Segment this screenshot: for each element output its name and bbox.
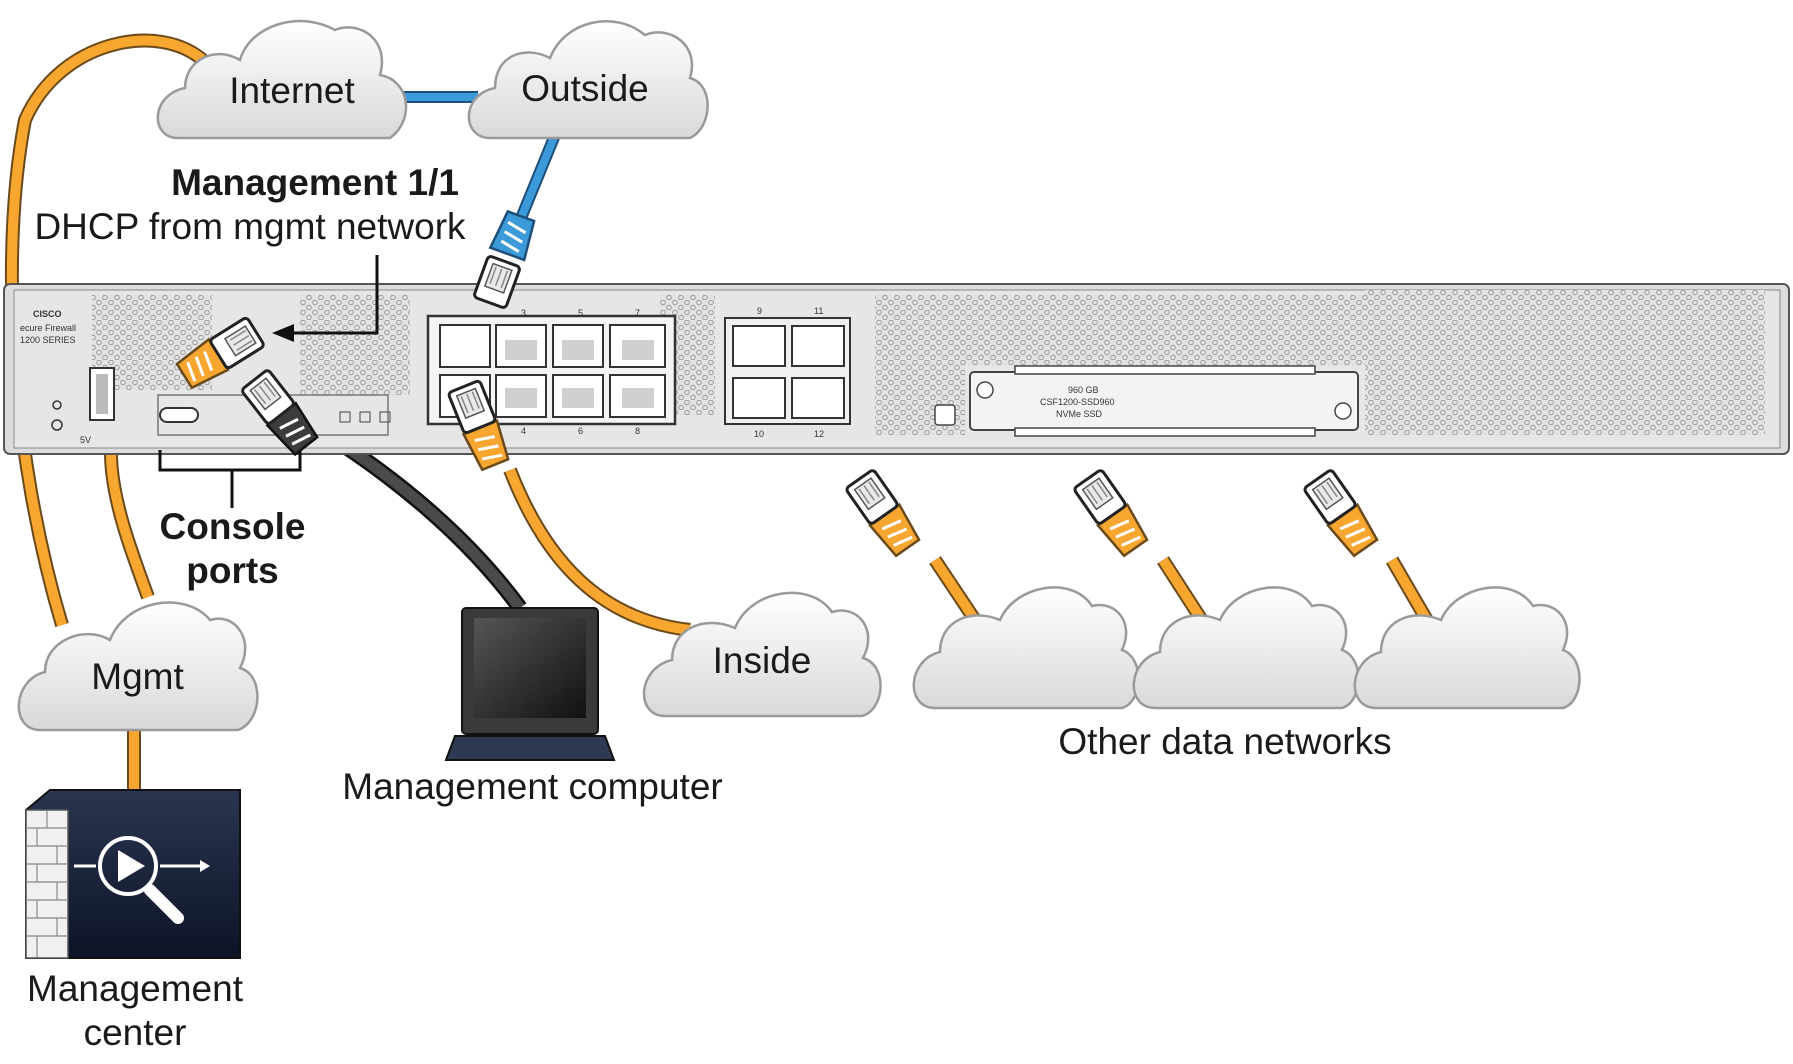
cloud-icon-data-3 [1353, 586, 1581, 710]
rj45-connector-icon-data-3 [1301, 467, 1379, 558]
port-num-4: 4 [521, 426, 526, 436]
mgmt-center-label-2: center [83, 1012, 187, 1053]
port-num-3: 3 [521, 308, 526, 318]
mgmt-computer-label: Management computer [342, 766, 723, 807]
ssd-capacity: 960 GB [1068, 385, 1099, 395]
firewall-manager-icon [25, 789, 241, 959]
cloud-icon-mgmt [17, 601, 259, 732]
sfp-num-12: 12 [814, 429, 824, 439]
rj45-connector-icon-data-1 [843, 467, 921, 558]
cloud-icon-inside [642, 591, 882, 718]
sfp-port-block [724, 317, 851, 425]
ssd-slot [969, 365, 1359, 437]
device-brand: CISCO [33, 309, 62, 319]
ssd-model: CSF1200-SSD960 [1040, 397, 1115, 407]
cloud-icon-outside [467, 20, 709, 140]
sfp-num-9: 9 [757, 306, 762, 316]
mgmt-center-label-1: Management [27, 968, 243, 1009]
cloud-label-internet: Internet [229, 70, 355, 111]
cloud-label-inside: Inside [712, 640, 812, 681]
sfp-num-11: 11 [814, 306, 823, 316]
port-num-7: 7 [635, 308, 640, 318]
power-button-icon[interactable] [51, 419, 63, 431]
mgmt-port-title: Management 1/1 [171, 162, 459, 203]
orange-cable-inside [503, 467, 691, 637]
laptop-icon [444, 607, 616, 761]
sfp-num-10: 10 [754, 429, 764, 439]
port-num-8: 8 [635, 426, 640, 436]
console-label-1: Console [159, 506, 306, 547]
other-networks-label: Other data networks [1058, 721, 1392, 762]
console-bracket [158, 450, 302, 508]
device-model-1: ecure Firewall [20, 323, 76, 333]
device-model-2: 1200 SERIES [20, 335, 76, 345]
port-num-6: 6 [578, 426, 583, 436]
mgmt-port-subtitle: DHCP from mgmt network [34, 206, 466, 247]
cloud-icon-data-1 [912, 586, 1140, 710]
rj45-connector-icon-inside [446, 378, 510, 472]
cloud-label-outside: Outside [521, 68, 649, 109]
port-num-5: 5 [578, 308, 583, 318]
cloud-label-mgmt: Mgmt [91, 656, 184, 697]
console-label-2: ports [186, 550, 279, 591]
rj45-connector-icon-mgmt [175, 315, 267, 390]
mgmt-port-arrow [290, 255, 379, 335]
rj45-connector-icon-console [239, 367, 319, 457]
usb-label: 5V [80, 435, 91, 445]
cloud-icon-data-2 [1132, 586, 1360, 710]
rj45-connector-icon-data-2 [1071, 467, 1149, 558]
ssd-type: NVMe SSD [1056, 409, 1103, 419]
console-usb-c-port [159, 407, 199, 423]
rj45-connector-icon-outside [472, 209, 536, 310]
status-led-icon [52, 400, 62, 410]
cloud-icon-internet [156, 19, 408, 140]
